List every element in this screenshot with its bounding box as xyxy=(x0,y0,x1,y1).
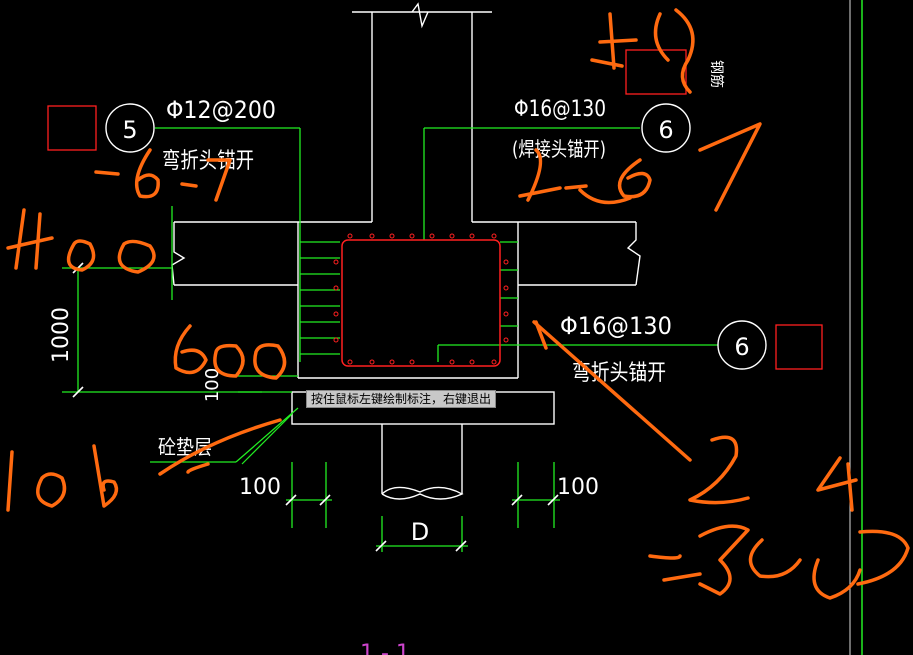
detail-number-6-mid: 6 xyxy=(734,333,749,361)
rebar-note-top-right: (焊接头锚开) xyxy=(512,137,606,161)
handwritten-annotations xyxy=(6,8,910,600)
rebar-label-top-left: Φ12@200 xyxy=(166,96,276,124)
rebar-label-top-right: Φ16@130 xyxy=(514,97,606,122)
dim-ticks xyxy=(72,262,559,552)
rebar-label-mid-right: Φ16@130 xyxy=(560,312,672,340)
stirrup-bars xyxy=(333,233,509,365)
dim-100-vertical: 100 xyxy=(202,368,223,402)
drawing-tooltip: 按住鼠标左键绘制标注，右键退出 xyxy=(306,390,497,408)
cushion-label: 砼垫层 xyxy=(158,435,212,459)
dim-100-left: 100 xyxy=(239,475,281,500)
leader-line xyxy=(241,413,293,465)
column xyxy=(171,2,641,500)
section-mark: 1 - 1 xyxy=(360,641,410,655)
detail-number-6-top: 6 xyxy=(658,116,673,144)
stirrup xyxy=(341,239,501,367)
dim-diameter: D xyxy=(411,518,429,546)
red-boxes xyxy=(47,49,823,370)
dim-100-right: 100 xyxy=(557,475,599,500)
detail-markers xyxy=(105,103,767,370)
rebar-note-far-right: 钢筋 xyxy=(708,60,725,88)
detail-number-5: 5 xyxy=(122,116,137,144)
rebar-note-mid-right: 弯折头锚开 xyxy=(572,361,666,386)
dim-1000: 1000 xyxy=(49,307,74,363)
